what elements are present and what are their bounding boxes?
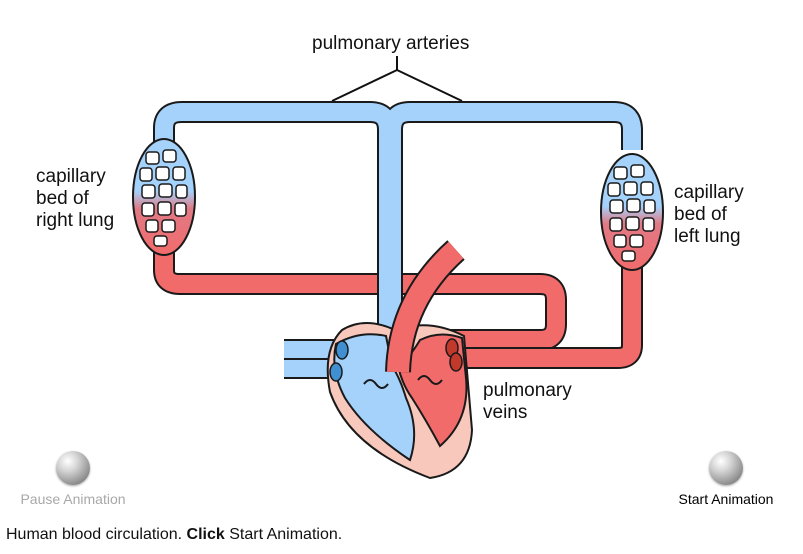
pulmonary-arteries-path <box>153 101 643 380</box>
label-pulmonary-veins: pulmonary veins <box>483 380 572 424</box>
caption: Human blood circulation. Click Start Ani… <box>6 526 342 544</box>
left-lung-capillary-bed <box>600 153 664 271</box>
label-left-lung: capillary bed of left lung <box>674 182 744 248</box>
diagram-canvas <box>132 56 664 480</box>
label-left-lung-line-2: bed of <box>674 204 727 225</box>
label-left-lung-line-3: left lung <box>674 226 741 247</box>
label-right-lung-line-1: capillary <box>36 166 106 187</box>
label-pulmonary-veins-line-2: veins <box>483 402 528 423</box>
label-right-lung: capillary bed of right lung <box>36 166 114 232</box>
pause-button-label: Pause Animation <box>20 491 126 507</box>
pulmonary-veins-path <box>153 250 643 369</box>
start-animation-button[interactable]: Start Animation <box>668 451 784 507</box>
label-pulmonary-veins-line-1: pulmonary <box>483 380 572 401</box>
artery-bracket <box>331 56 463 102</box>
caption-suffix: Start Animation. <box>224 526 343 543</box>
start-button-label: Start Animation <box>678 491 774 507</box>
pause-animation-button[interactable]: Pause Animation <box>12 451 134 507</box>
label-pulmonary-arteries: pulmonary arteries <box>312 33 470 54</box>
label-right-lung-line-2: bed of <box>36 188 89 209</box>
label-left-lung-line-1: capillary <box>674 182 744 203</box>
start-button-ball-icon <box>709 451 743 485</box>
pause-button-ball-icon <box>56 451 90 485</box>
label-right-lung-line-3: right lung <box>36 210 115 231</box>
caption-bold: Click <box>186 526 225 543</box>
aorta <box>385 240 465 373</box>
right-lung-capillary-bed <box>132 138 196 256</box>
caption-prefix: Human blood circulation. <box>6 526 187 543</box>
